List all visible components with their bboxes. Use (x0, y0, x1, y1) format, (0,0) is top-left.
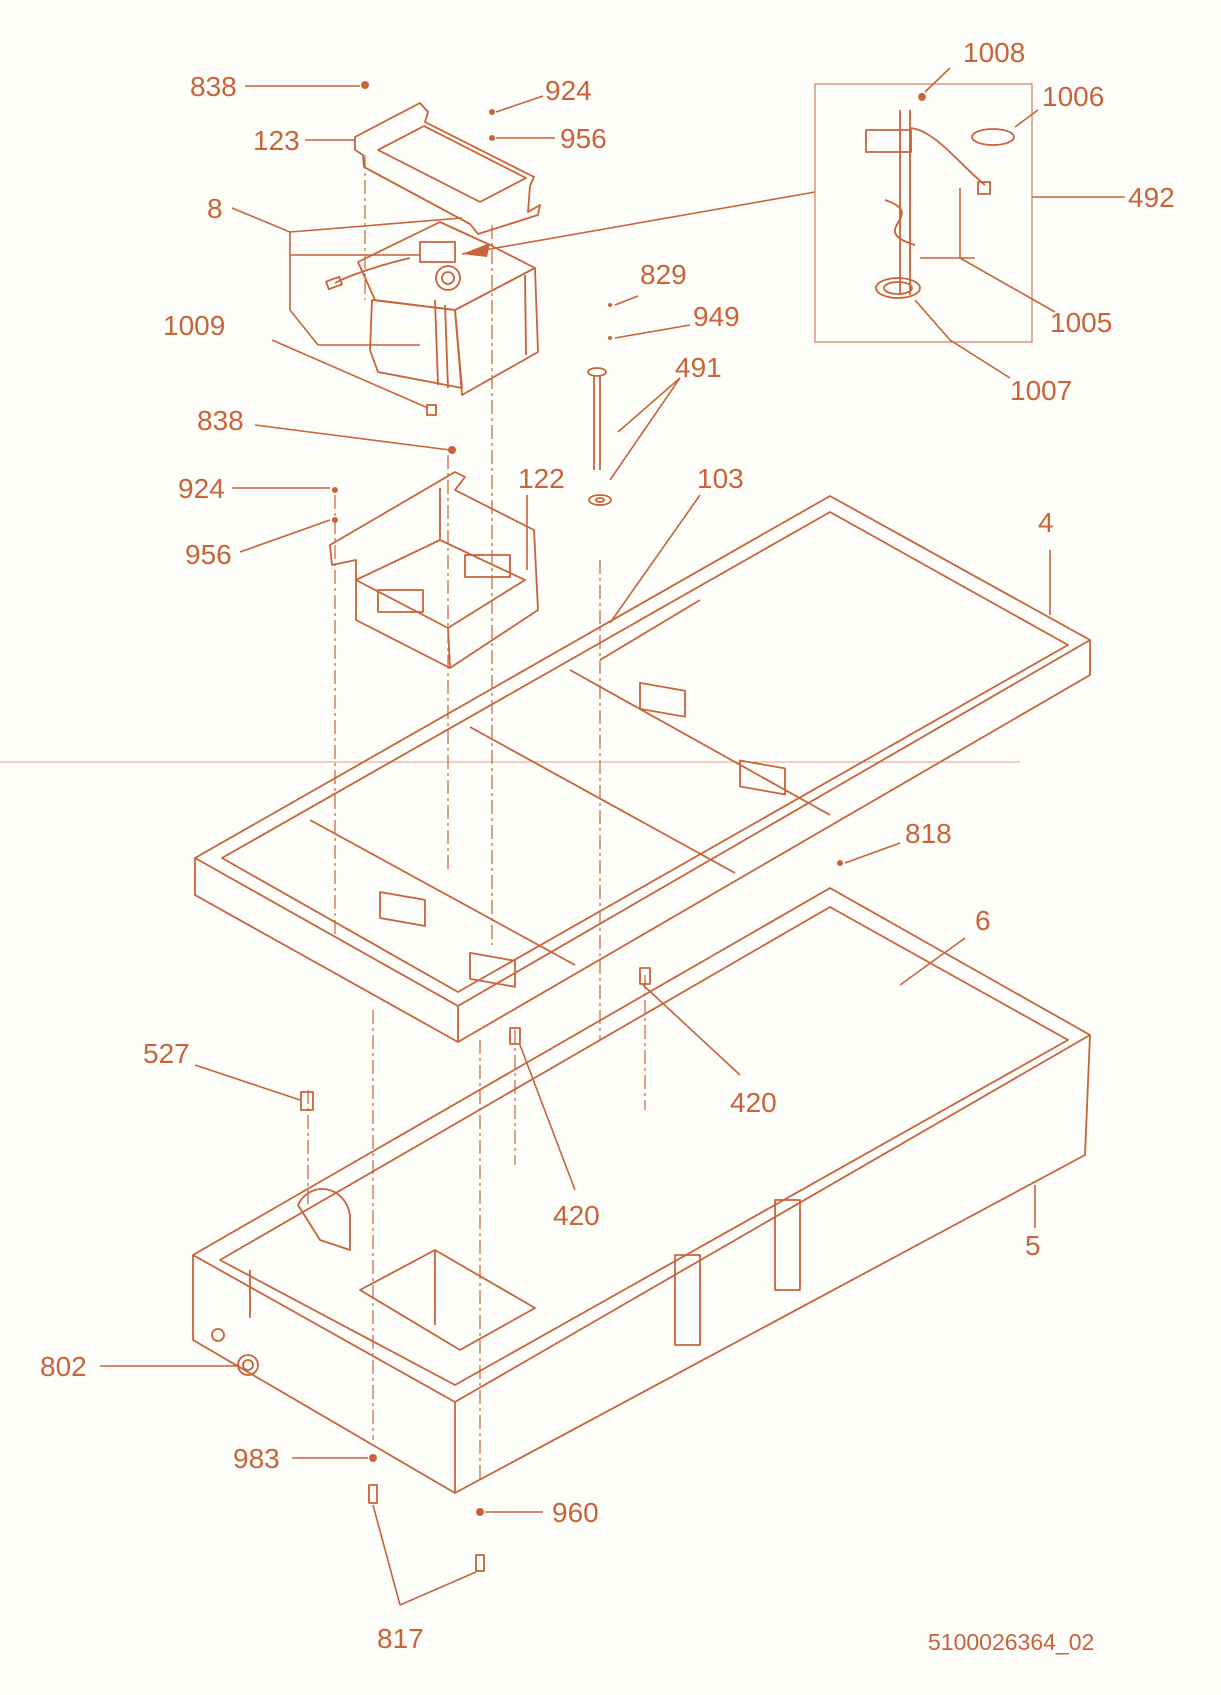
tray-5 (192, 887, 1091, 1494)
document-number: 5100026364_02 (928, 1629, 1094, 1655)
callout-1008: 1008 (963, 37, 1025, 68)
fasteners (300, 81, 925, 1572)
callout-103: 103 (697, 463, 744, 494)
callout-1006: 1006 (1042, 81, 1104, 112)
callout-838: 838 (190, 71, 237, 102)
callout-6: 6 (975, 905, 991, 936)
fuel-tank-8 (325, 221, 539, 396)
callout-labels: 838 924 123 956 8 1008 1006 492 1005 100… (40, 37, 1175, 1655)
callout-956: 956 (560, 123, 607, 154)
callout-491: 491 (675, 352, 722, 383)
callout-1005: 1005 (1050, 307, 1112, 338)
callout-817: 817 (377, 1623, 424, 1654)
callout-924: 924 (545, 75, 592, 106)
callout-983: 983 (233, 1443, 280, 1474)
frame-4 (194, 495, 1091, 1043)
leader-lines (100, 67, 1125, 1606)
callout-818: 818 (905, 818, 952, 849)
battery-bracket-122 (329, 471, 539, 669)
callout-8: 8 (207, 193, 223, 224)
float-gauge-491 (587, 367, 612, 506)
fuel-sender-group-492 (814, 83, 1033, 343)
callout-122: 122 (518, 463, 565, 494)
callout-1007: 1007 (1010, 375, 1072, 406)
callout-4: 4 (1038, 507, 1054, 538)
callout-527: 527 (143, 1038, 190, 1069)
callout-802: 802 (40, 1351, 87, 1382)
callout-492: 492 (1128, 182, 1175, 213)
callout-949: 949 (693, 301, 740, 332)
callout-5: 5 (1025, 1230, 1041, 1261)
callout-838: 838 (197, 405, 244, 436)
callout-829: 829 (640, 259, 687, 290)
callout-956: 956 (185, 539, 232, 570)
callout-924: 924 (178, 473, 225, 504)
callout-960: 960 (552, 1497, 599, 1528)
callout-123: 123 (253, 125, 300, 156)
callout-1009: 1009 (163, 310, 225, 341)
callout-420: 420 (730, 1087, 777, 1118)
callout-420: 420 (553, 1200, 600, 1231)
top-bracket-123 (354, 102, 541, 235)
